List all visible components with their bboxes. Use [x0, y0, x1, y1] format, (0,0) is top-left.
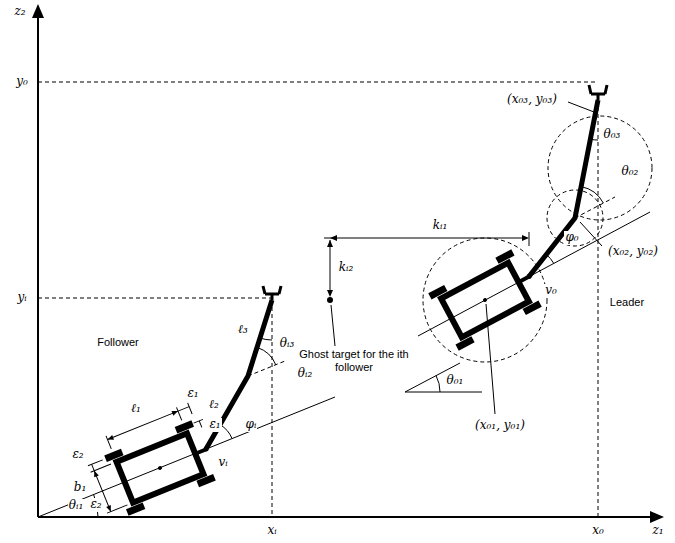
angle-label: θᵢ₁: [68, 499, 84, 513]
ghost-target-dot: [327, 297, 333, 303]
axis-label: z₁: [651, 524, 664, 538]
velocity-label: vᵢ: [217, 456, 228, 470]
robot-name: Leader: [609, 296, 645, 309]
angle-label: θ₀₂: [621, 165, 640, 179]
dimension-label: ℓ₂: [208, 398, 220, 412]
angle-label: φᵢ: [245, 418, 258, 432]
coordinate-label: (x₀₃, y₀₃): [506, 93, 558, 107]
angle-label: φ₀: [564, 231, 579, 245]
dimension-label: ε₁: [208, 418, 221, 432]
arrowhead: [327, 240, 333, 247]
angle-label: θ₀₁: [446, 374, 465, 388]
arrowhead: [327, 290, 333, 297]
angle-label: θ₀₃: [603, 128, 622, 142]
robot-name: Follower: [96, 336, 140, 349]
follower-vehicle: [80, 400, 226, 523]
coordinate-label: x₀: [591, 524, 605, 538]
dimension-label: ε₂: [71, 448, 84, 462]
coordinate-label: (x₀₁, y₀₁): [474, 419, 526, 433]
coordinate-label: (x₀₂, y₀₂): [607, 245, 659, 259]
guide-lines: [38, 82, 652, 517]
coordinate-label: yᵢ: [16, 291, 27, 305]
dimension-label: ℓ₃: [237, 323, 249, 337]
velocity-label: v₀: [544, 284, 558, 298]
leader-vehicle: [428, 248, 544, 351]
dimension-label: b₁: [73, 481, 88, 495]
arrowhead: [330, 235, 337, 241]
angle-label: θᵢ₂: [297, 367, 313, 381]
heading-lines: [38, 212, 650, 517]
axes: [32, 4, 664, 523]
axis-label: z₂: [13, 5, 26, 19]
dimension-label: ε₁: [186, 387, 199, 401]
leader-arm: [527, 85, 608, 279]
follower-arm: [204, 286, 282, 452]
angle-arcs: [220, 139, 603, 438]
dimension-label: ε₂: [89, 498, 102, 512]
coordinate-label: xᵢ: [266, 524, 277, 538]
dimension-label: kᵢ₂: [338, 261, 355, 275]
dimension-label: ℓ₁: [130, 402, 142, 416]
coordinate-label: y₀: [15, 75, 29, 89]
angle-label: θᵢ₃: [279, 337, 295, 351]
dimension-label: kᵢ₁: [432, 219, 449, 233]
arrowhead: [522, 235, 529, 241]
